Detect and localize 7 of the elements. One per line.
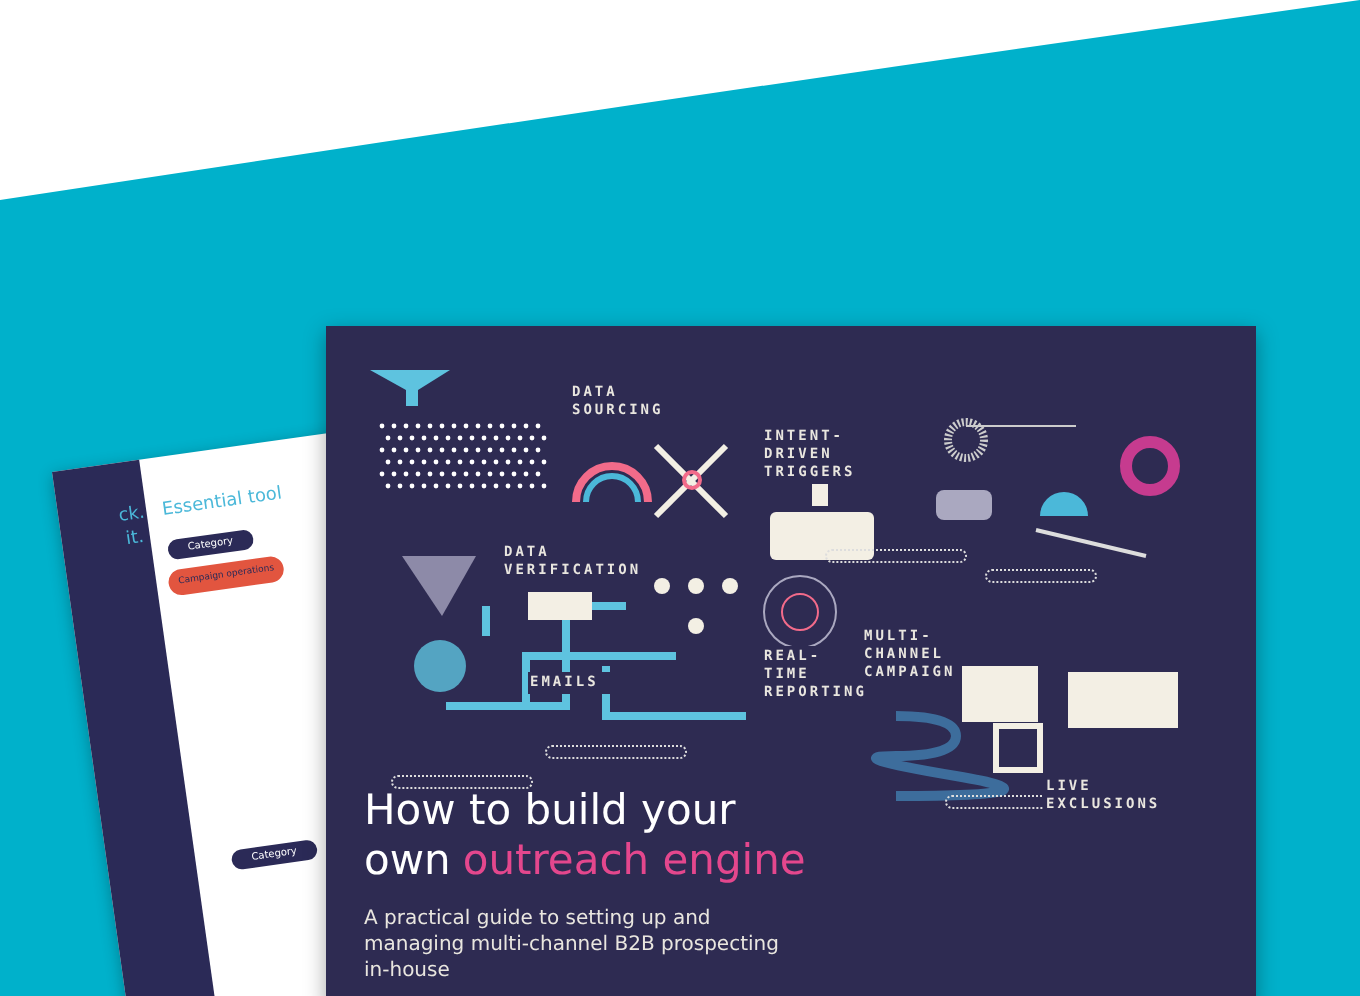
heading-fragment: it. — [124, 527, 146, 551]
cover-title: How to build your — [364, 786, 736, 836]
cover-subtitle: A practical guide to setting up and managing multi-channel B2B prospecting in-house — [364, 906, 781, 984]
section-heading: Essential tool — [161, 484, 284, 521]
cover-title: own — [364, 836, 451, 884]
heading-fragment: ck. — [117, 503, 147, 528]
cover-title-highlight: outreach engine — [462, 836, 806, 884]
